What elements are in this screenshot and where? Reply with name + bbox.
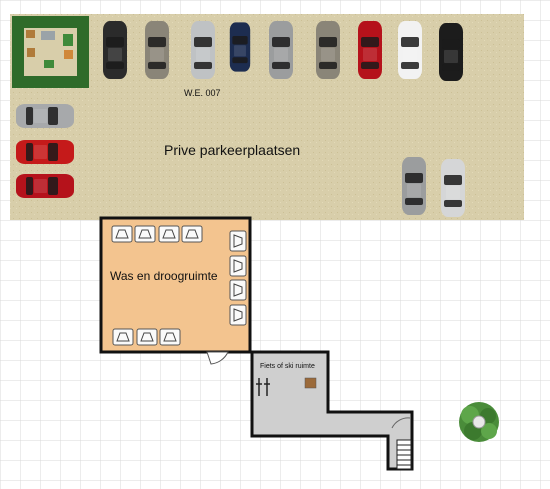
car-icon [316, 21, 340, 79]
car-icon [269, 21, 293, 79]
stairs-icon [391, 417, 412, 470]
bicycle-icon [256, 378, 270, 396]
washing-machine-icon [229, 230, 247, 252]
plant-icon [459, 402, 499, 442]
car-icon [16, 174, 74, 198]
parking-id-label: W.E. 007 [184, 88, 221, 98]
washing-machine-icon [111, 225, 133, 243]
parking-lot: W.E. 007 Prive parkeerplaatsen [10, 14, 524, 220]
car-icon [16, 104, 74, 128]
washing-machine-icon [229, 255, 247, 277]
storage-box [304, 377, 317, 389]
washing-machine-icon [181, 225, 203, 243]
car-icon [439, 23, 463, 81]
car-icon [441, 159, 465, 217]
laundry-title: Was en droogruimte [110, 269, 218, 283]
car-icon [145, 21, 169, 79]
parking-title: Prive parkeerplaatsen [164, 142, 300, 158]
parking-surface [10, 14, 524, 220]
washing-machine-icon [136, 328, 158, 346]
washing-machine-icon [158, 225, 180, 243]
washing-machine-icon [134, 225, 156, 243]
car-icon [402, 157, 426, 215]
laundry-room: Was en droogruimte [99, 216, 252, 354]
door-icon[interactable] [206, 351, 229, 365]
car-icon [191, 21, 215, 79]
washing-machine-icon [229, 304, 247, 326]
hedge-planter [12, 16, 89, 88]
bike-storage-room: Fiets of ski ruimte [250, 350, 414, 471]
car-icon [398, 21, 422, 79]
car-icon [103, 21, 127, 79]
car-icon [16, 140, 74, 164]
car-icon [229, 22, 251, 72]
washing-machine-icon [112, 328, 134, 346]
washing-machine-icon [229, 279, 247, 301]
bike-storage-title: Fiets of ski ruimte [260, 363, 315, 370]
washing-machine-icon [159, 328, 181, 346]
car-icon [358, 21, 382, 79]
